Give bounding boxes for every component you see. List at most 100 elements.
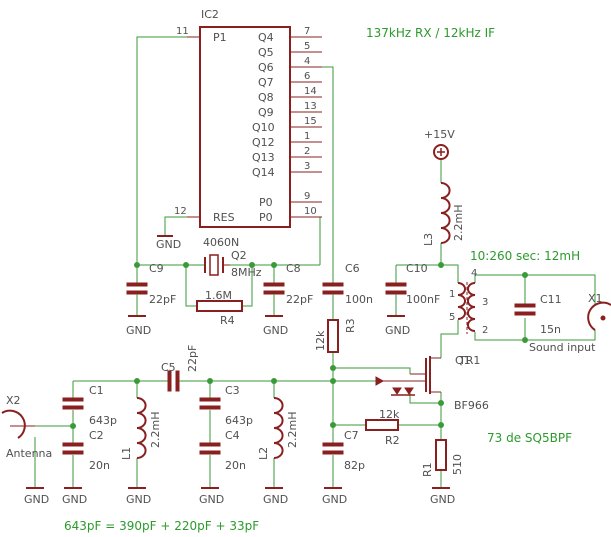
- ic2-pin-5: 5: [304, 41, 310, 52]
- resistor-r3: 12k R3: [314, 318, 357, 353]
- c10-name: C10: [406, 262, 428, 275]
- ic2-output-q9: Q9: [258, 106, 274, 119]
- ground-r1: GND: [430, 487, 455, 506]
- c4-name: C4: [225, 429, 240, 442]
- ground-c10: GND: [385, 315, 410, 337]
- r4-value: 1.6M: [205, 289, 232, 302]
- ground-c9: GND: [126, 315, 151, 337]
- ic2-p0b-label: P0: [259, 211, 273, 224]
- ground-c8: GND: [263, 315, 288, 337]
- inductor-l3: L3 2.2mH: [422, 182, 465, 246]
- resistor-r2: 12k R2: [365, 408, 400, 447]
- ic2-pin-7: 7: [304, 26, 310, 37]
- junctions: [70, 262, 528, 429]
- c7-value: 82p: [344, 459, 365, 472]
- c1-name: C1: [89, 384, 104, 397]
- ic2-pin-14: 14: [304, 86, 317, 97]
- capacitor-c1: C1 643p: [62, 384, 117, 427]
- r4-name: R4: [220, 314, 235, 327]
- ic2-pin-10: 10: [304, 206, 317, 217]
- ic2-res-label: RES: [213, 211, 235, 224]
- gnd-label: GND: [126, 493, 151, 506]
- ic2-pin-6: 6: [304, 71, 310, 82]
- ic2-pin-numbers: 7 5 4 6 14 13 15 1 2 3 11 12 9 10: [174, 26, 317, 217]
- c4-value: 20n: [225, 459, 246, 472]
- supply-15v: +15V: [424, 128, 455, 160]
- ic2-pin-9: 9: [304, 191, 310, 202]
- ic2-output-q14: Q14: [252, 166, 275, 179]
- ground-c2: GND: [62, 487, 87, 506]
- capacitor-c9: C9 22pF: [126, 262, 176, 316]
- x2-name: X2: [6, 394, 21, 407]
- gnd-label: GND: [385, 324, 410, 337]
- ground-symbols: GND GND GND GND GND GND GND GND: [24, 235, 455, 506]
- ic2-output-q13: Q13: [252, 151, 275, 164]
- ic2-pin-2: 2: [304, 146, 310, 157]
- c6-name: C6: [345, 262, 360, 275]
- ic2-output-q5: Q5: [258, 46, 274, 59]
- resistor-r1: R1 510: [421, 439, 464, 477]
- c2-value: 20n: [89, 459, 110, 472]
- capacitor-c10: C10 100nF: [385, 262, 440, 316]
- ground-l2: GND: [263, 487, 288, 506]
- inductor-l1: L1 2.2mH: [120, 397, 162, 460]
- q1-value: BF966: [454, 399, 489, 412]
- c11-name: C11: [540, 293, 562, 306]
- gnd-label: GND: [263, 324, 288, 337]
- gnd-label: GND: [322, 493, 347, 506]
- ic2-pin-12: 12: [174, 206, 187, 217]
- c8-name: C8: [286, 262, 301, 275]
- ic2-pin-13: 13: [304, 101, 317, 112]
- c3-value: 643p: [225, 414, 253, 427]
- ground-ic-res: GND: [156, 235, 181, 251]
- r1-name: R1: [421, 462, 434, 477]
- ic2-pin-11: 11: [176, 26, 189, 37]
- tr1-pin-2: 2: [482, 325, 488, 336]
- crystal-q2: Q2 8MHz: [204, 249, 262, 279]
- capacitor-c2: C2 20n: [62, 429, 110, 472]
- ic2-output-q12: Q12: [252, 136, 275, 149]
- c11-value: 15n: [540, 323, 561, 336]
- l1-name: L1: [120, 447, 133, 460]
- ic2-output-q6: Q6: [258, 61, 274, 74]
- ic2-output-q8: Q8: [258, 91, 274, 104]
- resistor-r4: 1.6M R4: [196, 289, 243, 327]
- ic2-pin-1: 1: [304, 131, 310, 142]
- capacitor-c7: C7 82p: [322, 429, 365, 472]
- ic2-name: IC2: [201, 8, 219, 21]
- capacitor-c8: C8 22pF: [263, 262, 313, 316]
- capacitor-c11: C11 15n: [514, 293, 562, 336]
- ic2-p1-label: P1: [213, 31, 227, 44]
- tr1-pin-5: 5: [449, 312, 455, 323]
- connector-x2: X2 Antenna: [1, 394, 52, 460]
- schematic-title: 137kHz RX / 12kHz IF: [366, 26, 495, 40]
- gnd-label: GND: [263, 493, 288, 506]
- ic2-value: 4060N: [203, 236, 239, 249]
- c7-name: C7: [344, 429, 359, 442]
- ground-c7: GND: [322, 487, 347, 506]
- transformer-ratio-note: 10:260 sec: 12mH: [470, 249, 580, 263]
- c8-value: 22pF: [286, 293, 313, 306]
- c5-value: 22pF: [186, 345, 199, 372]
- c9-name: C9: [149, 262, 164, 275]
- capacitor-c4: C4 20n: [199, 429, 246, 472]
- capacitor-formula-note: 643pF = 390pF + 220pF + 33pF: [64, 519, 259, 533]
- transformer-tr1: 4 1 5 3 2 TR1: [449, 268, 488, 367]
- c5-name: C5: [161, 361, 176, 374]
- x1-name: X1: [588, 292, 603, 305]
- ic2-output-labels: Q4 Q5 Q6 Q7 Q8 Q9 Q10 Q12 Q13 Q14: [252, 31, 275, 179]
- ic2-output-q10: Q10: [252, 121, 275, 134]
- r2-name: R2: [385, 434, 400, 447]
- c1-value: 643p: [89, 414, 117, 427]
- gnd-label: GND: [24, 493, 49, 506]
- mosfet-q1: BF966 Q1: [375, 354, 489, 412]
- inductor-l2: L2 2.2mH: [257, 397, 299, 460]
- c10-value: 100nF: [406, 293, 440, 306]
- r2-value: 12k: [379, 408, 400, 421]
- c9-value: 22pF: [149, 293, 176, 306]
- r1-value: 510: [451, 454, 464, 475]
- capacitor-c5: C5 22pF: [161, 345, 199, 392]
- ic2-p0a-label: P0: [259, 196, 273, 209]
- gnd-label: GND: [156, 238, 181, 251]
